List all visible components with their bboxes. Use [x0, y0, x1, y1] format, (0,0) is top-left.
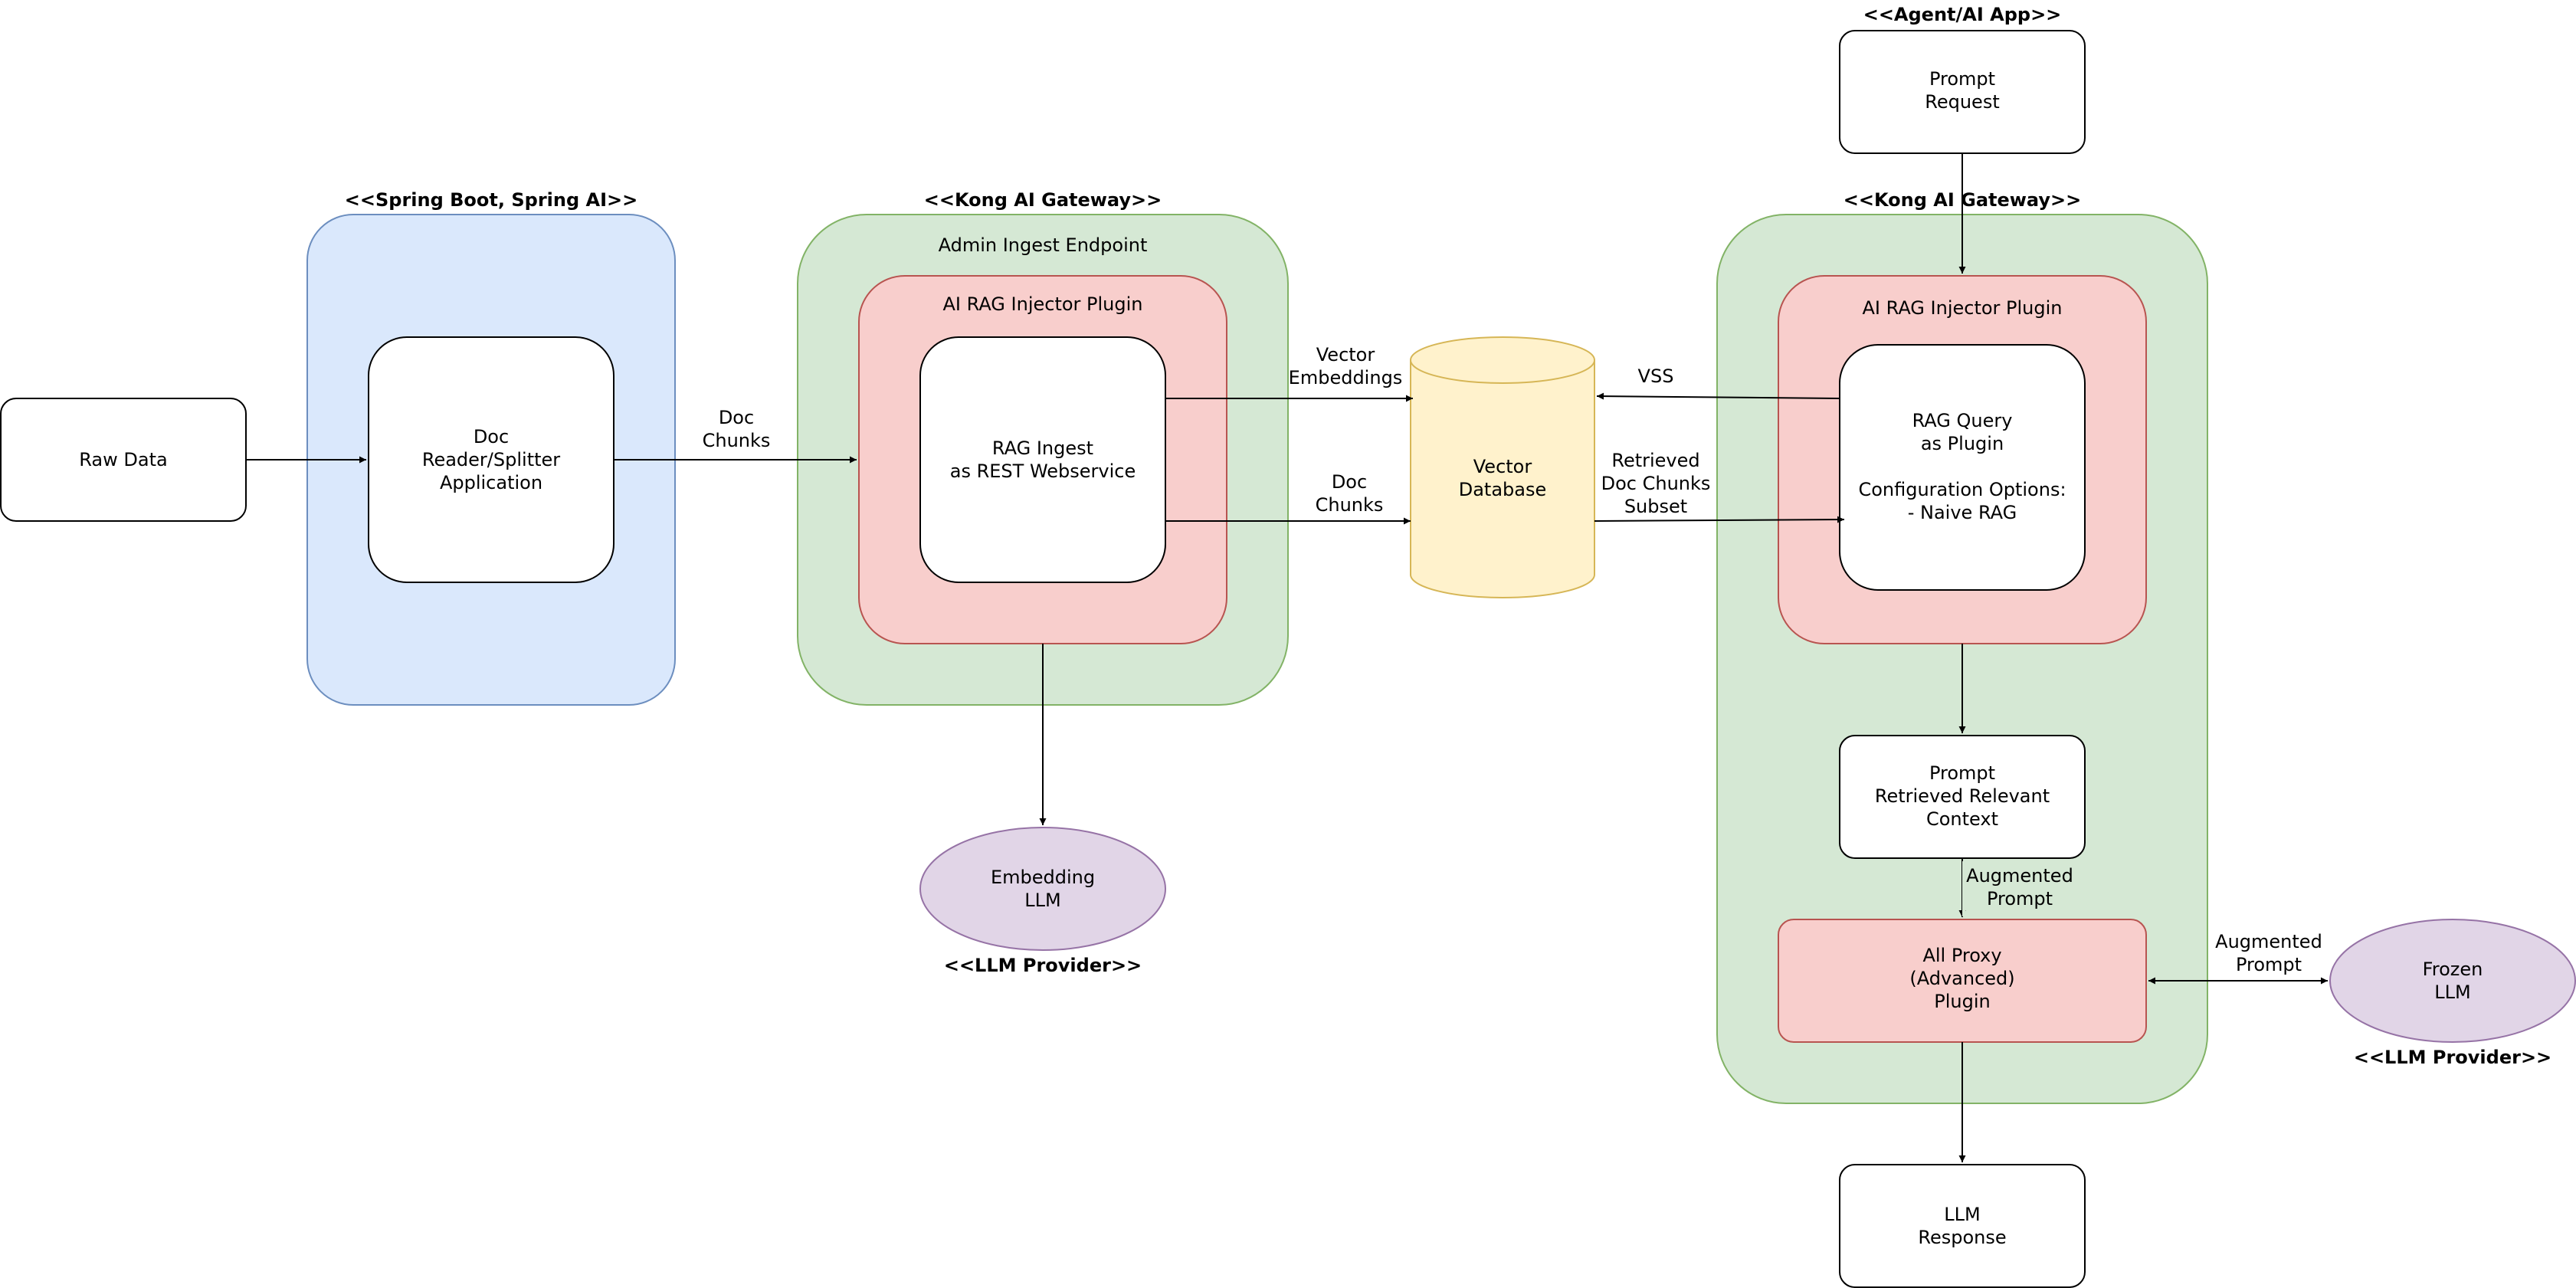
label-line: RAG Ingest	[992, 438, 1093, 459]
label-line: (Advanced)	[1909, 968, 2014, 989]
label-line: Embeddings	[1289, 367, 1403, 388]
label-line: Doc Chunks	[1601, 473, 1711, 494]
label-line: All Proxy	[1922, 945, 2001, 966]
label-line: Plugin	[1934, 991, 1990, 1012]
edge-label-bg	[1962, 861, 1965, 916]
ingest-stereotype-label: <<Kong AI Gateway>>	[924, 189, 1162, 211]
label-line: Prompt	[2236, 954, 2302, 975]
agent-stereotype-label: <<Agent/AI App>>	[1863, 4, 2062, 25]
label-line: Prompt	[1929, 762, 1995, 784]
label-line: as REST Webservice	[950, 460, 1136, 482]
label-line: Augmented	[2215, 931, 2322, 952]
label-line: as Plugin	[1921, 433, 2004, 454]
label-line: Vector	[1473, 456, 1532, 477]
rag-query-box	[1839, 344, 2086, 591]
label-line: LLM	[1024, 890, 1060, 911]
label-line: Prompt	[1929, 68, 1995, 90]
label-line: Context	[1926, 808, 1998, 830]
label-line: Frozen	[2423, 959, 2483, 980]
llm-response-box	[1839, 1164, 2086, 1288]
frozen-llm-provider-label: <<LLM Provider>>	[2354, 1047, 2551, 1068]
label-line: Retrieved Relevant	[1875, 785, 2050, 807]
raw-data-label: Raw Data	[79, 449, 167, 470]
edge-retrieved-chunks	[1594, 516, 1845, 523]
label-line: LLM	[1944, 1204, 1980, 1225]
query-stereotype-label: <<Kong AI Gateway>>	[1844, 189, 2082, 211]
label-line: Database	[1459, 479, 1547, 500]
label-line: Reader/Splitter	[422, 449, 560, 470]
label-line: Chunks	[703, 430, 771, 451]
label-line: Doc	[1332, 471, 1367, 493]
embedding-llm-provider-label: <<LLM Provider>>	[944, 955, 1142, 976]
ingest-plugin-title: AI RAG Injector Plugin	[942, 293, 1142, 315]
label-line: Request	[1925, 91, 2000, 113]
edge-vss	[1596, 392, 1840, 400]
vector-database-cylinder	[1410, 336, 1595, 598]
query-plugin-title: AI RAG Injector Plugin	[1862, 297, 2062, 319]
ai-proxy-plugin-label: All Proxy(Advanced)Plugin	[1909, 945, 2014, 1012]
label-line: Chunks	[1316, 494, 1384, 516]
label-line: Application	[440, 472, 542, 493]
label-line: Augmented	[1966, 865, 2073, 887]
spring-stereotype-label: <<Spring Boot, Spring AI>>	[345, 189, 637, 211]
label-line: Response	[1918, 1227, 2006, 1248]
label-line: Configuration Options:	[1858, 479, 2066, 500]
label-line: Vector	[1316, 344, 1375, 365]
label-line: Doc	[474, 426, 509, 447]
frozen-llm-ellipse	[2329, 919, 2576, 1043]
label-line: LLM	[2434, 982, 2470, 1003]
label-line: Subset	[1624, 496, 1687, 517]
embedding-llm-ellipse	[919, 827, 1166, 951]
rag-ingest-box	[919, 336, 1166, 583]
label-line: - Naive RAG	[1908, 502, 2017, 523]
label-line: Embedding	[991, 867, 1095, 888]
label-line: Doc	[719, 407, 754, 428]
label-line: Prompt	[1987, 888, 2053, 909]
admin-ingest-endpoint-title: Admin Ingest Endpoint	[939, 234, 1148, 256]
label-line: RAG Query	[1912, 410, 2013, 431]
vss-edge-label: VSS	[1638, 365, 1674, 387]
label-line: Retrieved	[1611, 450, 1699, 471]
